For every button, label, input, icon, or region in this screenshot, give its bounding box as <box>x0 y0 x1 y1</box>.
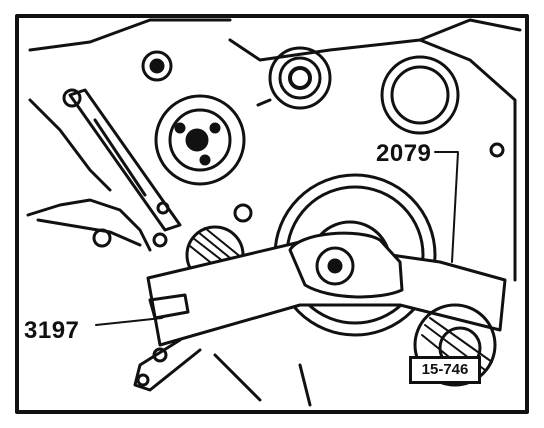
leader-2079 <box>434 151 459 263</box>
figure-frame <box>15 14 529 414</box>
idler-pulley-top-left <box>141 50 173 82</box>
callout-label-2079: 2079 <box>376 140 432 167</box>
engine-block-outline <box>28 18 517 282</box>
lower-bracket <box>133 338 312 407</box>
locking-pin-tool <box>288 231 404 299</box>
timing-mark-sprocket <box>413 303 497 387</box>
figure-reference-number: 15-746 <box>409 356 481 384</box>
tensioner-pulley <box>256 46 332 110</box>
alternator-pulley <box>154 94 246 186</box>
leader-3197 <box>95 317 163 326</box>
damper-rod <box>62 88 182 248</box>
callout-label-3197: 3197 <box>24 317 80 344</box>
camshaft-cover-circle <box>380 55 460 135</box>
